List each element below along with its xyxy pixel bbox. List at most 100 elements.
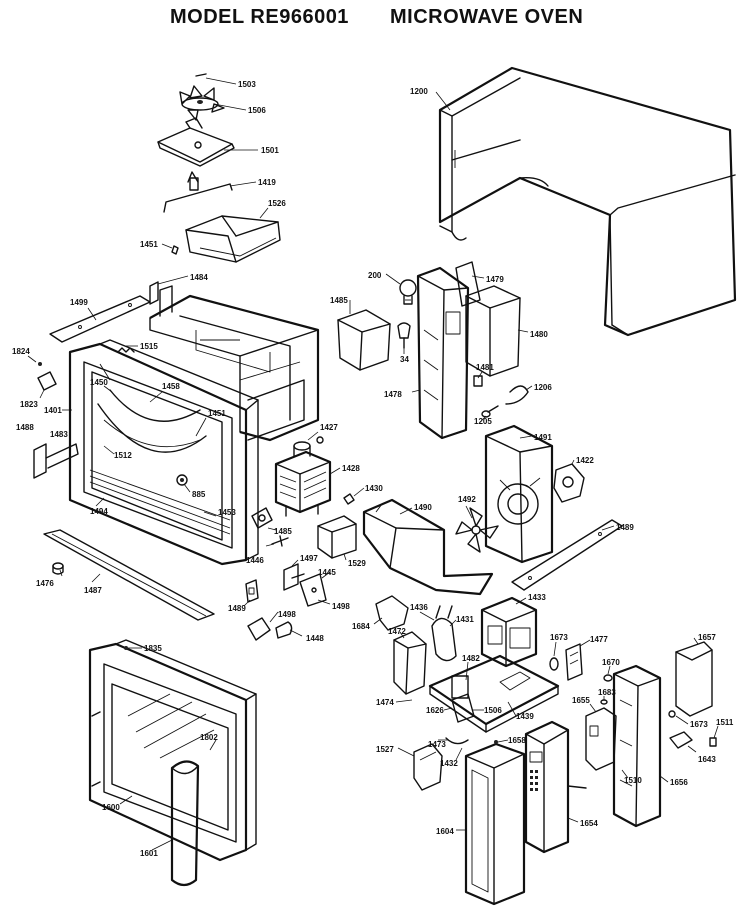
waveguide-cover-part[interactable] <box>185 215 281 263</box>
callout-1427: 1427 <box>320 423 338 432</box>
callout-1439: 1439 <box>516 712 534 721</box>
callout-1451: 1451 <box>140 240 158 249</box>
screw-part[interactable] <box>171 245 179 255</box>
leader-lines <box>27 77 719 851</box>
small-1670-part[interactable] <box>603 674 613 682</box>
callout-1436: 1436 <box>410 603 428 612</box>
callout-1506: 1506 <box>248 106 266 115</box>
door-assembly-part[interactable] <box>88 639 257 862</box>
control-panel-cover-part[interactable] <box>464 740 526 906</box>
side-panel-part[interactable] <box>675 641 713 717</box>
callout-1683: 1683 <box>598 688 616 697</box>
control-chassis-part[interactable] <box>612 664 662 828</box>
callout-1835: 1835 <box>144 644 162 653</box>
callout-1200: 1200 <box>410 87 428 96</box>
callout-1600: 1600 <box>102 803 120 812</box>
switch-bracket-part[interactable] <box>299 573 327 607</box>
strip-part[interactable] <box>49 295 151 343</box>
capacitor-part[interactable] <box>431 605 457 662</box>
callout-1510: 1510 <box>624 776 642 785</box>
oven-cavity-assembly[interactable] <box>149 285 320 442</box>
small-1673b-part[interactable] <box>668 710 676 718</box>
callout-1490: 1490 <box>414 503 432 512</box>
knob-1643-part[interactable] <box>669 731 693 749</box>
tab-part[interactable] <box>149 281 159 305</box>
lamp-bracket-part[interactable] <box>416 266 470 440</box>
duct-panel-part[interactable] <box>465 285 521 377</box>
callout-1489b: 1489 <box>616 523 634 532</box>
stirrer-assembly[interactable] <box>157 73 235 167</box>
component-plate-part[interactable] <box>428 654 560 733</box>
callout-1802: 1802 <box>200 733 218 742</box>
hinge-bracket-part[interactable] <box>33 443 79 479</box>
callout-1684: 1684 <box>352 622 370 631</box>
fuse-part[interactable] <box>549 657 559 671</box>
latch-part[interactable] <box>37 362 57 391</box>
callout-1499: 1499 <box>70 298 88 307</box>
callout-1473: 1473 <box>428 740 446 749</box>
transformer-part[interactable] <box>480 596 538 668</box>
callout-1658: 1658 <box>508 736 526 745</box>
callout-1445: 1445 <box>318 568 336 577</box>
terminal-block-part[interactable] <box>565 643 583 681</box>
callout-1485b: 1485 <box>274 527 292 536</box>
callout-1430: 1430 <box>365 484 383 493</box>
fan-motor-part[interactable] <box>553 463 585 503</box>
outer-cabinet-part[interactable] <box>438 66 737 337</box>
callout-1433: 1433 <box>528 593 546 602</box>
switch-small-part[interactable] <box>245 579 259 603</box>
callout-1432: 1432 <box>440 759 458 768</box>
power-cord-part[interactable] <box>481 385 529 418</box>
diode-part[interactable] <box>271 535 289 547</box>
callout-1476: 1476 <box>36 579 54 588</box>
clip-part[interactable] <box>343 493 355 505</box>
callout-1526: 1526 <box>268 199 286 208</box>
lamp-socket-part[interactable] <box>397 322 411 349</box>
callout-1446: 1446 <box>246 556 264 565</box>
product-title: MICROWAVE OVEN <box>390 6 583 28</box>
bracket-1472-part[interactable] <box>393 631 427 695</box>
model-title: MODEL RE966001 <box>170 6 349 28</box>
stub-1511-part[interactable] <box>709 737 717 747</box>
callout-1480: 1480 <box>530 330 548 339</box>
lamp-part[interactable] <box>399 279 417 305</box>
callout-1401: 1401 <box>44 406 62 415</box>
callout-34: 34 <box>400 355 409 364</box>
callout-1506b: 1506 <box>484 706 502 715</box>
bottom-strip-part[interactable] <box>43 529 215 621</box>
fan-bracket-part[interactable] <box>484 424 554 564</box>
bracket-part[interactable] <box>317 515 357 559</box>
thermal-fuse-part[interactable] <box>473 375 483 387</box>
front-frame-part[interactable] <box>68 339 259 566</box>
callout-1472: 1472 <box>388 627 406 636</box>
callout-1422: 1422 <box>576 456 594 465</box>
actuator-part[interactable] <box>247 617 293 641</box>
callout-1626: 1626 <box>426 706 444 715</box>
rod-part[interactable] <box>163 171 233 213</box>
magnetron-part[interactable] <box>274 436 332 517</box>
fan-blade-part[interactable] <box>455 507 499 553</box>
small-1683-part[interactable] <box>600 699 608 705</box>
relay-part[interactable] <box>451 693 475 723</box>
base-plate-part[interactable] <box>362 498 494 596</box>
bracket-1684-part[interactable] <box>375 595 409 631</box>
spring-part[interactable] <box>117 347 135 353</box>
air-duct-part[interactable] <box>337 309 391 371</box>
callout-1431: 1431 <box>456 615 474 624</box>
callout-1824: 1824 <box>12 347 30 356</box>
triac-part[interactable] <box>413 743 443 791</box>
door-handle-part[interactable] <box>170 760 200 887</box>
grommet-part[interactable] <box>176 474 188 486</box>
filter-part[interactable] <box>455 261 481 307</box>
callout-1823: 1823 <box>20 400 38 409</box>
right-strip-part[interactable] <box>511 519 623 591</box>
control-board-part[interactable] <box>524 720 587 854</box>
thermal-cutout-part[interactable] <box>251 507 273 529</box>
switch-1655-part[interactable] <box>585 707 617 771</box>
switch-part[interactable] <box>283 563 305 591</box>
callout-1478: 1478 <box>384 390 402 399</box>
foot-part[interactable] <box>52 562 64 575</box>
harness-part[interactable] <box>445 737 469 745</box>
callout-1654: 1654 <box>580 819 598 828</box>
